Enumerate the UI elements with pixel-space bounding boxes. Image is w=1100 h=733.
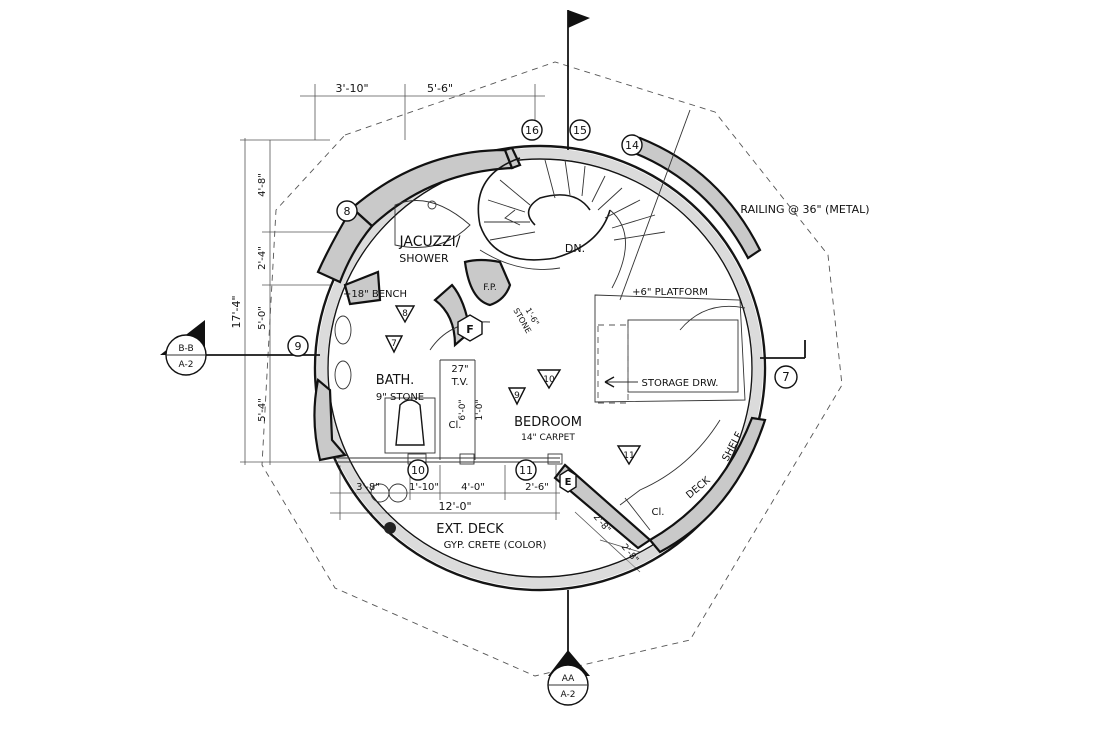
bath-label: BATH. <box>376 373 414 388</box>
post-marker <box>384 522 396 534</box>
fireplace-label: F.P. <box>483 283 496 293</box>
railing-label: RAILING @ 36" (METAL) <box>740 203 869 216</box>
svg-text:11: 11 <box>519 464 533 477</box>
room-tag-7: 7 <box>384 335 404 354</box>
grid-marker-14: 14 <box>621 134 643 156</box>
svg-text:16: 16 <box>525 124 539 137</box>
down-label: DN. <box>565 242 585 255</box>
section-aa-bottom: A-2 <box>561 690 576 700</box>
storage-label: STORAGE DRW. <box>642 378 719 389</box>
room-tag-11: 11 <box>616 445 642 466</box>
dim-bottom-c: 4'-0" <box>461 482 485 493</box>
grid-marker-15: 15 <box>569 119 591 141</box>
dim-bottom-d: 2'-6" <box>525 482 549 493</box>
section-lines <box>205 10 806 660</box>
platform-label: +6" PLATFORM <box>632 287 708 298</box>
dim-bottom-a: 3'-8" <box>356 482 380 493</box>
svg-text:7: 7 <box>391 339 397 349</box>
ext-deck-label: EXT. DECK <box>436 522 504 537</box>
svg-text:10: 10 <box>411 464 425 477</box>
svg-text:14: 14 <box>625 139 639 152</box>
room-tag-10: 10 <box>536 369 562 390</box>
tag-f: F <box>457 314 483 342</box>
section-marker-aa: AA A-2 <box>547 650 590 706</box>
dim-left-a: 4'-8" <box>257 173 268 197</box>
dim-bottom-b: 1'-10" <box>409 482 439 493</box>
platform-storage <box>594 109 746 404</box>
section-marker-bb: B-B A-2 <box>160 320 207 376</box>
section-aa-top: AA <box>562 674 575 684</box>
svg-text:8: 8 <box>402 309 408 319</box>
svg-text:F: F <box>466 323 474 336</box>
room-tag-9: 9 <box>507 387 527 406</box>
grid-marker-16: 16 <box>521 119 543 141</box>
svg-text:15: 15 <box>573 124 587 137</box>
section-bb-bottom: A-2 <box>179 360 194 370</box>
shower-label: SHOWER <box>399 252 449 265</box>
svg-text:9: 9 <box>514 391 520 401</box>
bath-floor-label: 9" STONE <box>376 392 424 403</box>
bath-fixtures <box>334 200 491 460</box>
svg-text:8: 8 <box>344 205 351 218</box>
grid-marker-7: 7 <box>774 365 798 389</box>
tv-size-label: 27" <box>451 364 468 375</box>
bedroom-label: BEDROOM <box>514 415 582 430</box>
grid-marker-11: 11 <box>515 459 537 481</box>
svg-text:E: E <box>565 477 572 488</box>
svg-text:10: 10 <box>543 375 555 385</box>
grid-markers: 8 9 10 11 14 15 16 7 <box>287 119 798 481</box>
grid-marker-10: 10 <box>407 459 429 481</box>
tv-label: T.V. <box>451 377 469 388</box>
dim-top-a: 3'-10" <box>335 82 368 95</box>
spiral-stair <box>477 157 666 289</box>
dim-tv: 1'-0" <box>475 399 485 420</box>
closet-label: Cl. <box>449 420 462 431</box>
dim-left-total: 17'-4" <box>230 295 243 328</box>
dim-left-c: 5'-0" <box>257 306 268 330</box>
grid-marker-8: 8 <box>336 200 358 222</box>
room-number-tags: 7 8 9 10 11 <box>384 305 642 466</box>
grid-marker-9: 9 <box>287 335 309 357</box>
room-tag-8: 8 <box>394 305 416 324</box>
circular-wall <box>313 144 767 592</box>
dim-left-d: 5'-4" <box>257 398 268 422</box>
dim-tv2: 6'-0" <box>458 399 468 420</box>
closet2-label: Cl. <box>652 507 665 518</box>
tag-e: E <box>559 469 577 493</box>
dim-left-b: 2'-4" <box>257 246 268 270</box>
bedroom-floor-label: 14" CARPET <box>521 433 575 443</box>
site-outline <box>261 61 843 677</box>
dim-top-b: 5'-6" <box>427 82 453 95</box>
svg-text:11: 11 <box>623 451 634 461</box>
section-bb-top: B-B <box>178 344 193 354</box>
jacuzzi-label: JACUZZI/ <box>398 234 460 250</box>
dim-bottom-total: 12'-0" <box>438 500 471 513</box>
svg-text:9: 9 <box>295 340 302 353</box>
ext-deck-floor-label: GYP. CRETE (COLOR) <box>444 540 547 551</box>
bench-label: +18" BENCH <box>343 289 407 300</box>
svg-text:7: 7 <box>782 370 790 384</box>
